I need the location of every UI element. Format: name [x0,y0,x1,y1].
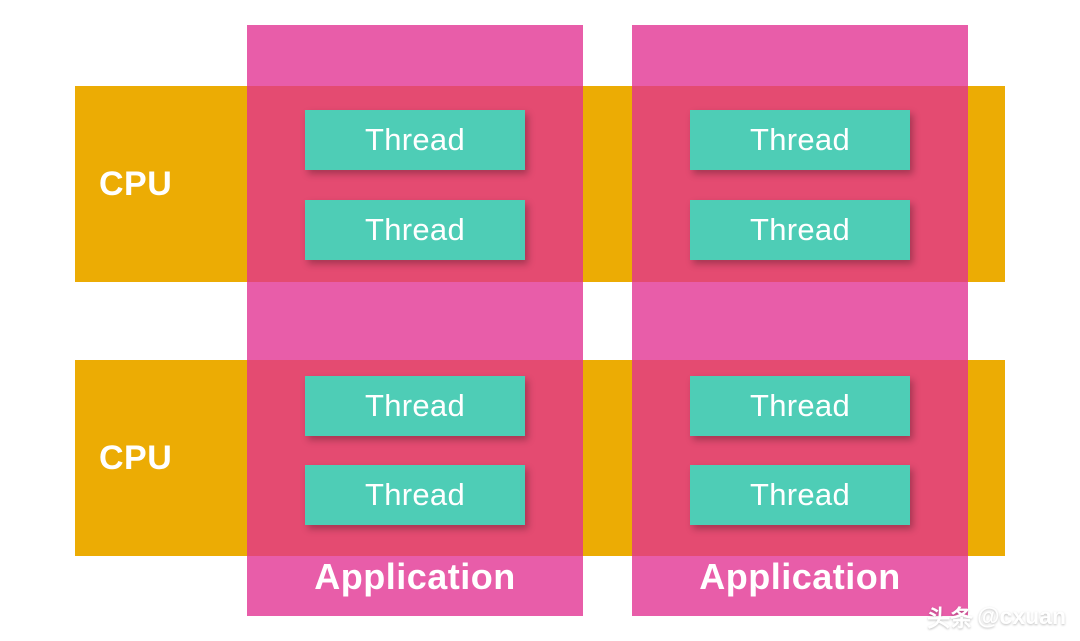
thread-label: Thread [749,212,851,247]
thread-box: Thread [690,110,910,170]
thread-label: Thread [364,388,466,423]
cpu-label-1: CPU [99,164,173,203]
watermark-handle: @cxuan [977,602,1066,629]
thread-box: Thread [305,465,525,525]
thread-box: Thread [690,200,910,260]
thread-box: Thread [305,376,525,436]
thread-label: Thread [749,388,851,423]
thread-box: Thread [305,110,525,170]
thread-label: Thread [364,212,466,247]
application-label-1: Application [314,556,516,597]
watermark: 头条 @cxuan [927,599,1066,633]
watermark-source: 头条 [927,605,974,631]
cpu-label-2: CPU [99,438,173,477]
thread-label: Thread [364,122,466,157]
application-label-2: Application [699,556,901,597]
thread-label: Thread [364,477,466,512]
thread-box: Thread [305,200,525,260]
thread-label: Thread [749,122,851,157]
thread-box: Thread [690,465,910,525]
thread-label: Thread [749,477,851,512]
thread-box: Thread [690,376,910,436]
